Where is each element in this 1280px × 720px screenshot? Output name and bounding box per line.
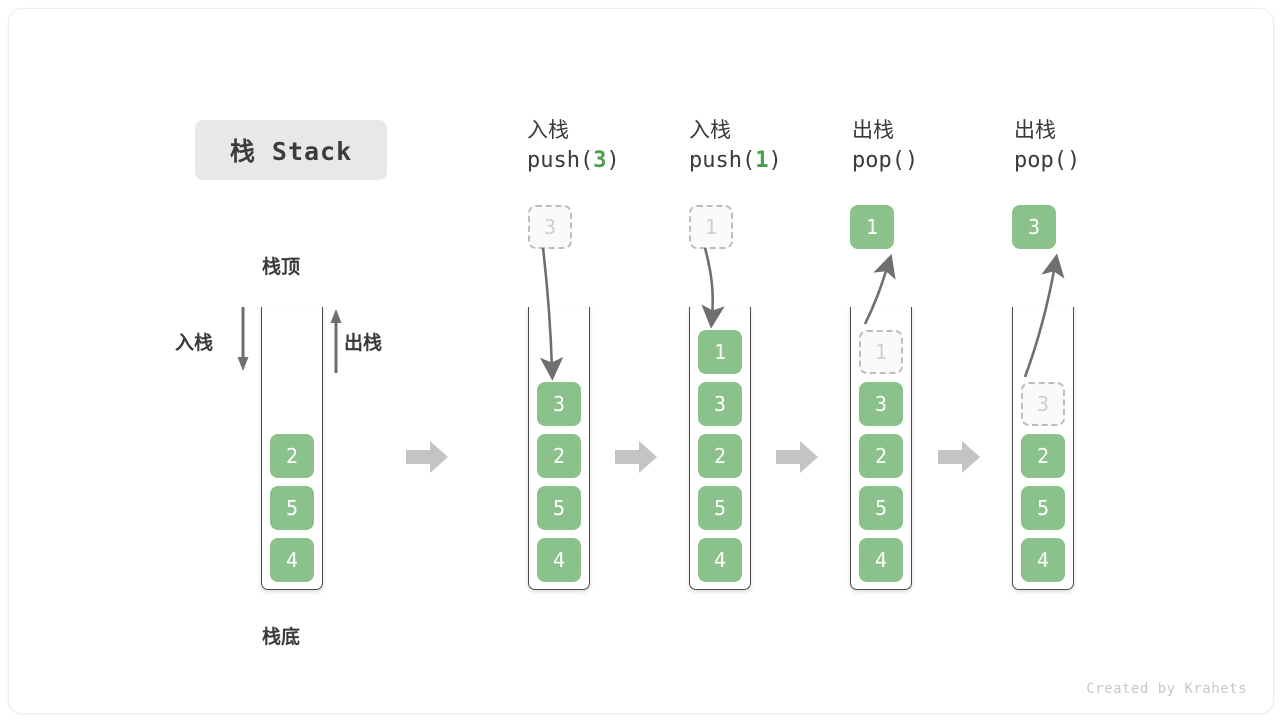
column-header-pop-2: 出栈 pop()	[1014, 115, 1204, 177]
column-header-push-1: 入栈 push(1)	[689, 115, 879, 177]
stack-cell: 2	[698, 434, 742, 478]
stack-top-label: 栈顶	[262, 256, 301, 278]
column-header-code: pop()	[1014, 145, 1204, 177]
code-suffix: )	[606, 148, 620, 173]
stack-cell: 5	[270, 486, 314, 530]
stack-container-initial: 2 5 4	[261, 307, 323, 590]
column-header-push-3: 入栈 push(3)	[527, 115, 717, 177]
stack-cell: 4	[698, 538, 742, 582]
column-header-cn: 出栈	[852, 118, 894, 142]
code-prefix: pop(	[1014, 148, 1067, 173]
code-prefix: push(	[527, 148, 594, 173]
code-prefix: pop(	[852, 148, 905, 173]
stack-cell: 1	[698, 330, 742, 374]
floating-element-pop-2: 3	[1012, 205, 1056, 249]
page-title: 栈 Stack	[195, 120, 387, 180]
code-suffix: )	[1066, 148, 1081, 173]
code-arg: 1	[755, 148, 769, 173]
stack-cell: 5	[537, 486, 581, 530]
pop-direction-arrow-icon	[330, 309, 342, 373]
diagram-card: 栈 Stack 入栈 push(3) 入栈 push(1) 出栈 pop() 出…	[8, 8, 1274, 714]
push-direction-arrow-icon	[237, 307, 249, 371]
flow-arrow-icon	[406, 441, 448, 473]
column-header-code: push(1)	[689, 145, 879, 177]
stack-cell: 2	[537, 434, 581, 478]
flow-arrow-icon	[938, 441, 980, 473]
floating-element-push-3: 3	[528, 205, 572, 249]
code-prefix: push(	[689, 148, 756, 173]
stack-container-pop-2: 3 2 5 4	[1012, 307, 1074, 590]
stack-cell: 3	[698, 382, 742, 426]
code-arg: 3	[593, 148, 607, 173]
floating-element-pop-1: 1	[850, 205, 894, 249]
code-suffix: )	[904, 148, 919, 173]
flow-arrow-icon	[776, 441, 818, 473]
stack-container-pop-1: 1 3 2 5 4	[850, 307, 912, 590]
stack-bottom-label: 栈底	[262, 626, 301, 648]
stack-cell: 4	[1021, 538, 1065, 582]
pop-direction-label: 出栈	[344, 332, 383, 354]
stack-container-push-1: 1 3 2 5 4	[689, 307, 751, 590]
stack-cell: 3	[537, 382, 581, 426]
stack-cell: 2	[859, 434, 903, 478]
column-header-pop-1: 出栈 pop()	[852, 115, 1042, 177]
stack-cell: 5	[859, 486, 903, 530]
stack-cell: 4	[270, 538, 314, 582]
stack-cell: 4	[537, 538, 581, 582]
stack-cell: 2	[270, 434, 314, 478]
footer-credit: Created by Krahets	[1086, 681, 1247, 697]
floating-element-push-1: 1	[689, 205, 733, 249]
stack-cell: 4	[859, 538, 903, 582]
stack-cell: 3	[1021, 382, 1065, 426]
stack-container-push-3: 3 2 5 4	[528, 307, 590, 590]
column-header-cn: 出栈	[1014, 118, 1056, 142]
stack-cell: 1	[859, 330, 903, 374]
column-header-cn: 入栈	[527, 118, 569, 142]
stack-cell: 2	[1021, 434, 1065, 478]
column-header-cn: 入栈	[689, 118, 731, 142]
column-header-code: push(3)	[527, 145, 717, 177]
stack-cell: 3	[859, 382, 903, 426]
code-suffix: )	[768, 148, 782, 173]
flow-arrow-icon	[615, 441, 657, 473]
push-direction-label: 入栈	[175, 332, 214, 354]
stack-cell: 5	[1021, 486, 1065, 530]
stack-cell: 5	[698, 486, 742, 530]
column-header-code: pop()	[852, 145, 1042, 177]
